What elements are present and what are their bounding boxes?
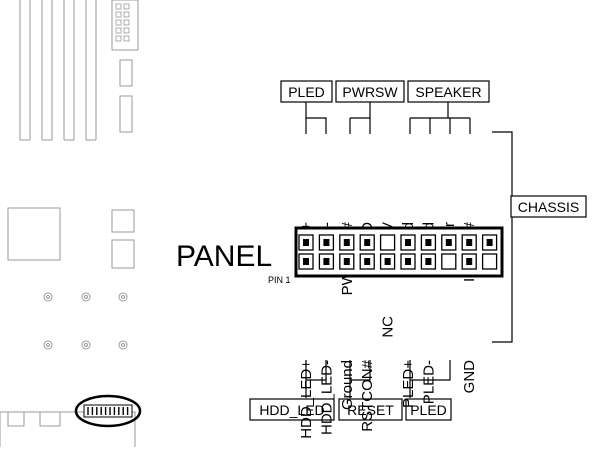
pin-top [466, 239, 473, 246]
pin-cell-top [379, 234, 396, 251]
pin-cell-bottom [420, 253, 437, 270]
pin-bottom [343, 258, 350, 265]
mounting-holes [43, 292, 128, 350]
group-label-hdd-led: HDD_LED [259, 402, 324, 418]
pin-bottom [405, 258, 411, 265]
slot-connector-2 [119, 95, 133, 133]
pin1-label: PIN 1 [268, 275, 291, 285]
small-port [39, 411, 61, 427]
pin-cell-top [420, 234, 437, 251]
chassis-box [510, 195, 587, 218]
pin-cell-bottom [481, 253, 498, 270]
pin-top [303, 239, 309, 246]
bottom-brackets [305, 360, 451, 398]
bottom-pin-label: GND [461, 360, 478, 394]
panel-header-location [74, 394, 142, 428]
pin-cell-bottom [298, 253, 314, 270]
pin-top [343, 239, 350, 246]
pin-top [425, 239, 432, 246]
slot-connector [119, 59, 133, 87]
panel-title: PANEL [176, 240, 272, 273]
pin-cell-top [298, 234, 314, 251]
pin-cell-top [339, 234, 355, 251]
chassis-bracket [492, 131, 513, 343]
bottom-pin-label: Ground [339, 360, 356, 410]
pin-cell-top [318, 234, 335, 251]
group-label-reset: RESET [347, 402, 394, 418]
pin-cell-bottom [441, 253, 457, 270]
motherboard-outline [0, 0, 139, 447]
panel-header [294, 226, 504, 278]
pin-top [364, 239, 371, 246]
pin-cell-top [400, 234, 416, 251]
pin-cell-bottom [461, 253, 477, 270]
pin-cell-top [461, 234, 477, 251]
pin-top [486, 239, 493, 246]
group-label-pled-top: PLED [288, 84, 325, 100]
atx-power-pins [115, 3, 130, 42]
bottom-pin-label: PLED- [420, 360, 437, 404]
pin-bottom [303, 258, 309, 265]
pin-top [323, 239, 330, 246]
pin-cell-bottom [359, 253, 375, 270]
header-body [294, 226, 504, 278]
pin-cell-top [359, 234, 375, 251]
atx-power-outline [111, 0, 139, 51]
bottom-pin-label: HDD_LED- [318, 360, 335, 435]
pin-bottom [466, 258, 473, 265]
pin-cell-bottom [379, 253, 396, 270]
group-label-chassis: CHASSIS [518, 199, 579, 215]
highlight-ellipse [74, 394, 142, 428]
pin-cell-bottom [400, 253, 416, 270]
bottom-group-boxes [249, 398, 452, 421]
pin-bottom [425, 258, 432, 265]
memory-slots [19, 0, 97, 141]
chipset-outline-2 [111, 239, 135, 269]
group-label-pled-bottom: PLED [410, 402, 447, 418]
cpu-socket-outline [7, 207, 61, 261]
chipset-outline [111, 209, 135, 233]
pin-top [445, 239, 452, 246]
pin-cell-bottom [318, 253, 335, 270]
pin-cell-bottom [339, 253, 355, 270]
pin-bottom [323, 258, 330, 265]
pin-bottom [384, 258, 391, 265]
group-label-speaker: SPEAKER [415, 84, 481, 100]
group-label-pwrsw: PWRSW [342, 84, 398, 100]
bottom-pin-label: NC [380, 316, 397, 338]
bottom-pin-label: RSTCON# [359, 359, 376, 431]
pin-cell-top [441, 234, 457, 251]
pin-bottom [364, 258, 371, 265]
top-brackets [305, 102, 471, 134]
pin-cell-top [481, 234, 498, 251]
pin-top [405, 239, 411, 246]
bottom-pin-label: PLED+ [400, 360, 417, 408]
small-port-2 [7, 411, 25, 427]
